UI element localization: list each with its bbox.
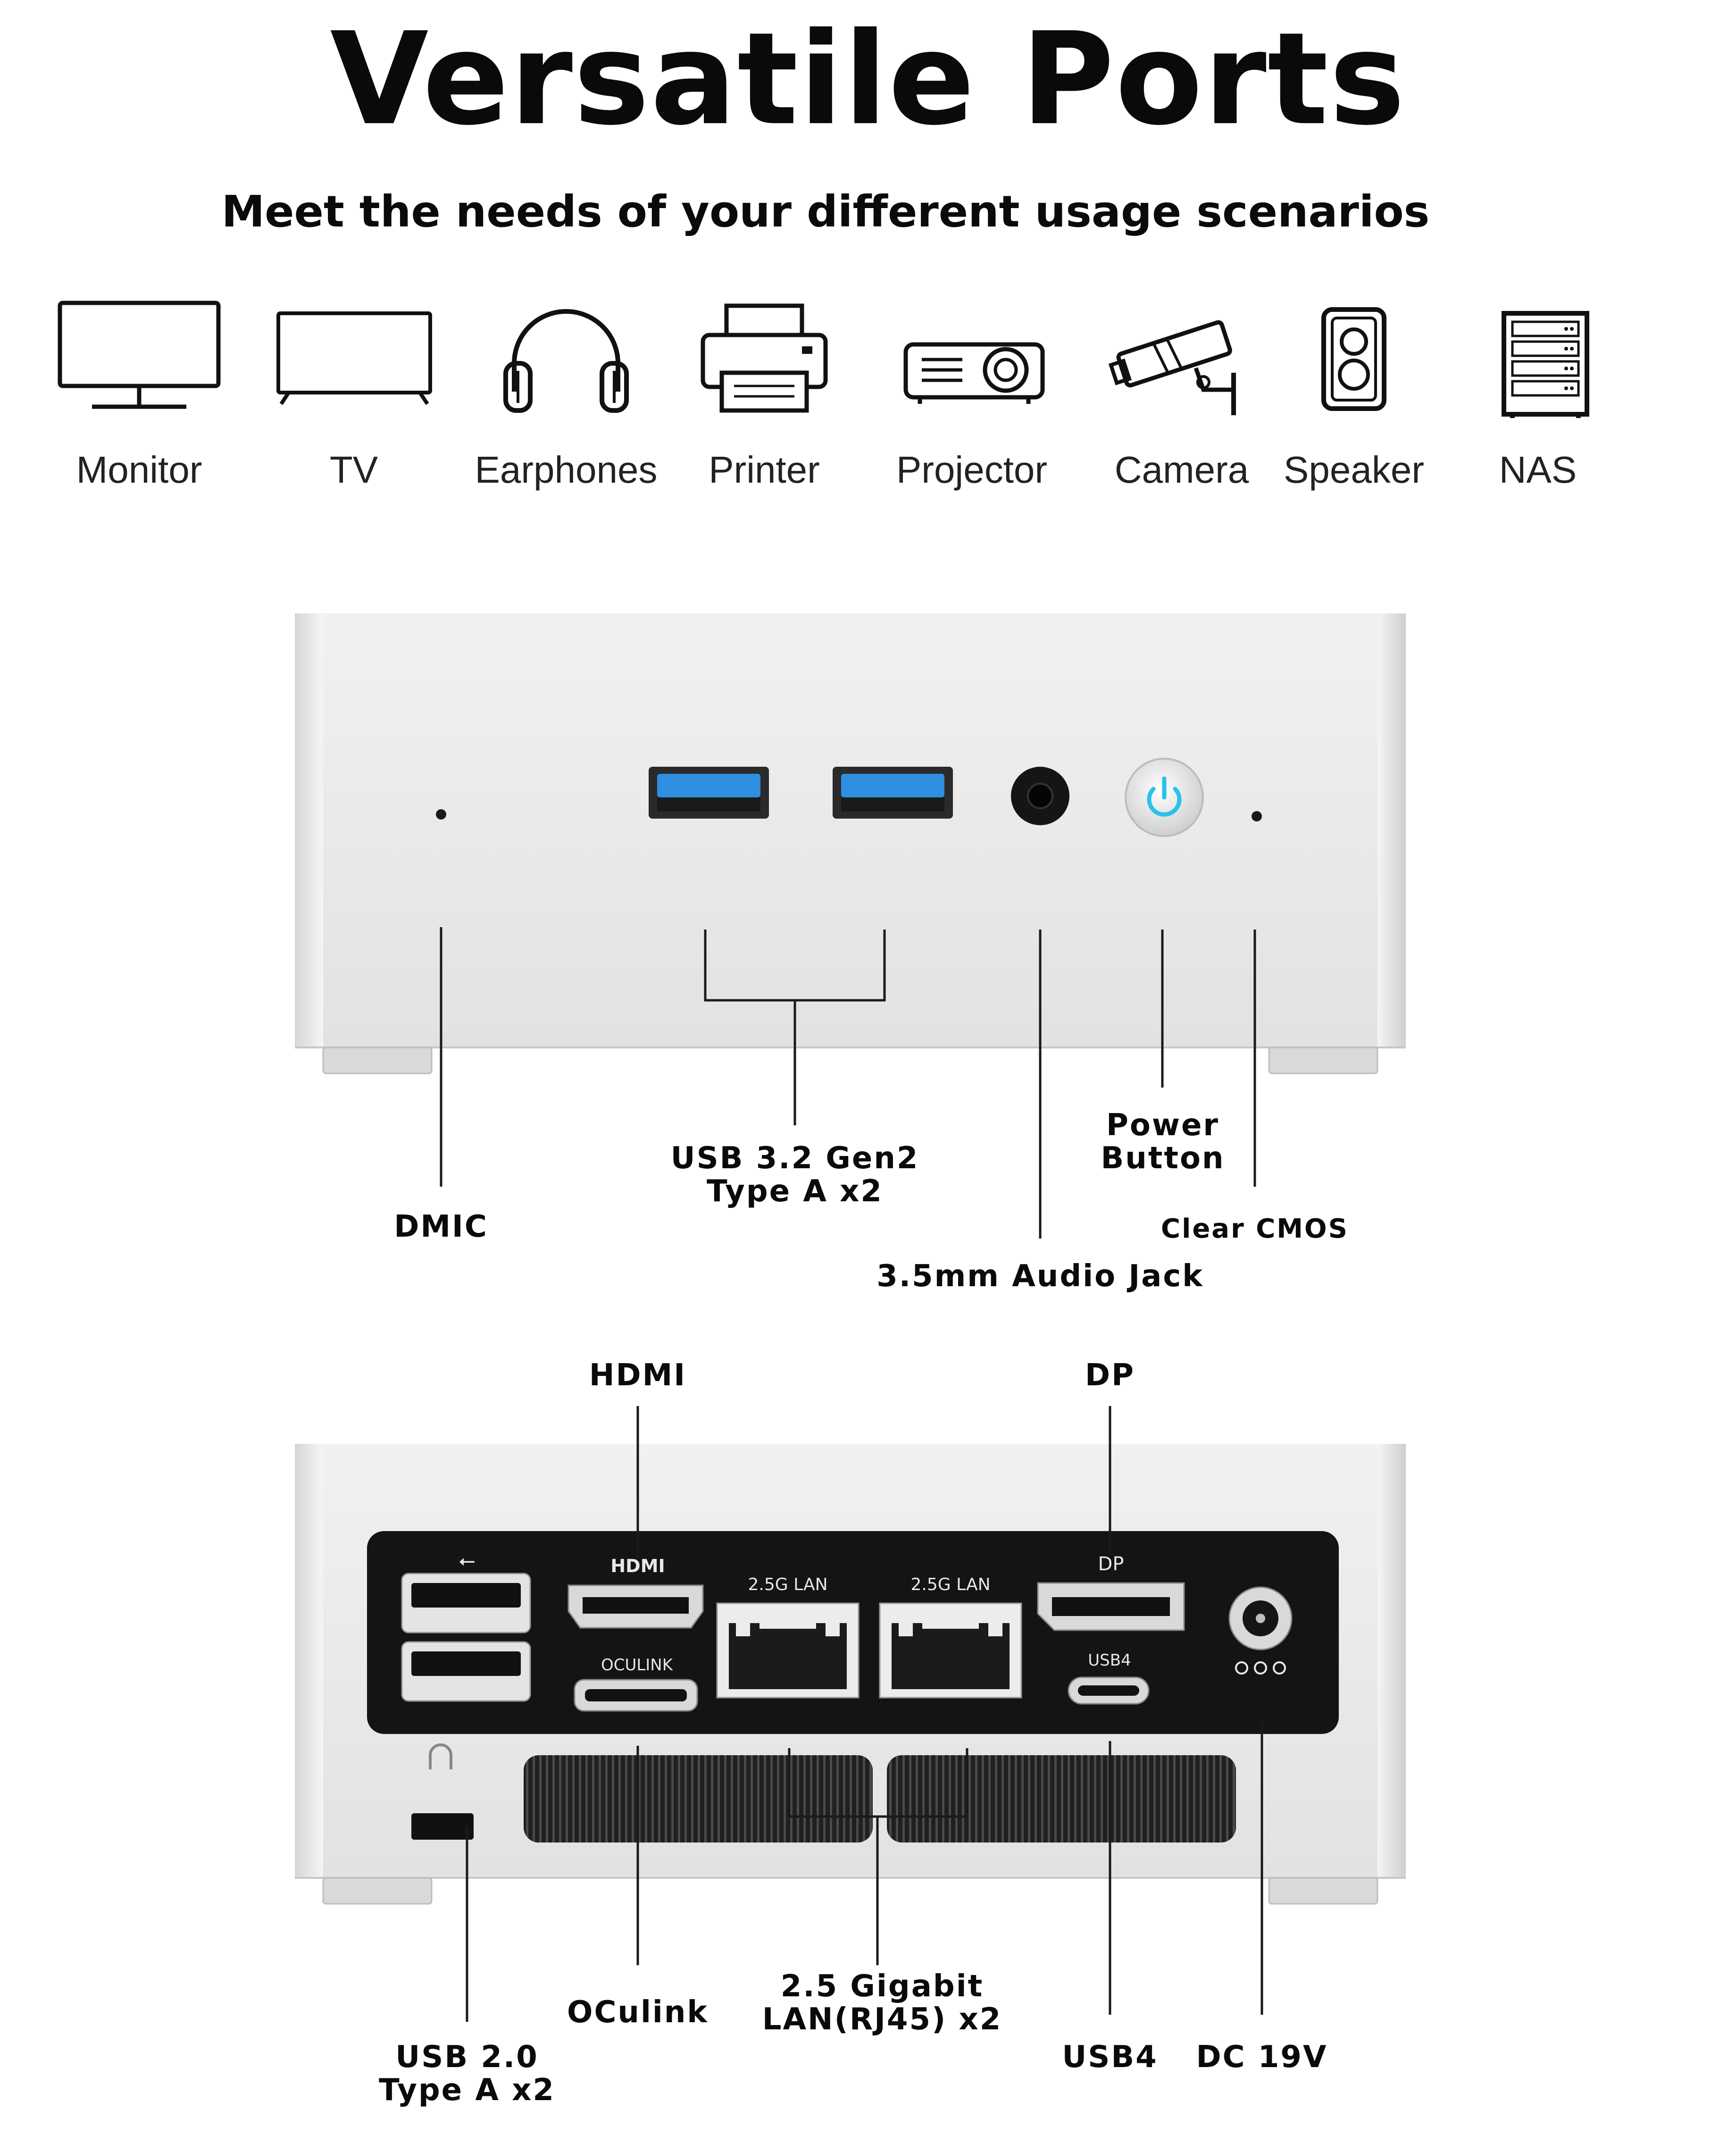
callout-lan-line1: 2.5 Gigabit xyxy=(780,1969,984,2004)
scenario-earphones: Earphones xyxy=(462,297,670,495)
callout-oculink: OCulink xyxy=(567,1995,709,2030)
callout-usb3-line1: USB 3.2 Gen2 xyxy=(670,1141,919,1176)
scenario-camera: Camera xyxy=(1078,297,1285,495)
callout-clear-cmos: Clear CMOS xyxy=(1161,1214,1349,1244)
earphones-icon xyxy=(503,309,629,413)
rear-leader-lines xyxy=(466,1406,1263,2022)
power-button xyxy=(1125,758,1204,837)
scenario-label: Camera xyxy=(1114,449,1249,491)
callout-usb3-line2: Type A x2 xyxy=(707,1174,883,1209)
lan-port-2 xyxy=(879,1602,1022,1699)
usb2-ports xyxy=(401,1573,531,1702)
callout-hdmi: HDMI xyxy=(589,1358,687,1393)
scenario-printer: Printer xyxy=(660,297,868,495)
kensington-lock xyxy=(411,1743,474,1840)
scenario-monitor: Monitor xyxy=(35,297,243,495)
callout-dp: DP xyxy=(1085,1358,1135,1393)
callout-power: Power Button xyxy=(1068,1109,1257,1175)
projector-icon xyxy=(903,342,1045,404)
scenario-label: Earphones xyxy=(475,449,658,491)
callout-audio: 3.5mm Audio Jack xyxy=(876,1259,1204,1294)
lan-port-1 xyxy=(716,1602,860,1699)
oculink-mark: OCULINK xyxy=(601,1656,674,1675)
scenario-tv: TV xyxy=(250,297,458,495)
page-subtitle: Meet the needs of your different usage s… xyxy=(221,186,1430,237)
printer-icon xyxy=(701,303,828,413)
dc-jack xyxy=(1228,1586,1293,1675)
dp-port xyxy=(1037,1582,1185,1631)
dmic-hole xyxy=(436,809,446,820)
callout-dc: DC 19V xyxy=(1196,2040,1328,2075)
scenario-label: NAS xyxy=(1499,449,1577,491)
scenario-label: Printer xyxy=(709,449,820,491)
callout-power-line2: Button xyxy=(1101,1141,1225,1176)
scenario-label: Projector xyxy=(896,449,1048,491)
front-leader-lines xyxy=(440,927,1256,1239)
scenario-label: TV xyxy=(329,449,378,491)
clear-cmos-hole xyxy=(1252,811,1262,821)
scenario-nas: NAS xyxy=(1434,297,1642,495)
callout-usb2-line2: Type A x2 xyxy=(379,2073,555,2108)
hdmi-port xyxy=(568,1584,704,1629)
usb3-port-2 xyxy=(833,767,953,819)
scenario-speaker: Speaker xyxy=(1250,297,1458,495)
callout-lan: 2.5 Gigabit LAN(RJ45) x2 xyxy=(760,1970,1005,2036)
callout-power-line1: Power xyxy=(1106,1108,1219,1143)
usb-symbol-icon: ⭠ xyxy=(459,1549,475,1573)
callout-lan-line2: LAN(RJ45) x2 xyxy=(762,2002,1002,2037)
usb4-port xyxy=(1068,1676,1150,1705)
callout-usb3: USB 3.2 Gen2 Type A x2 xyxy=(653,1142,936,1208)
usb3-port-1 xyxy=(649,767,769,819)
dp-mark: DP xyxy=(1098,1553,1124,1575)
lan2-mark: 2.5G LAN xyxy=(910,1575,990,1594)
monitor-icon xyxy=(58,301,221,409)
page-title: Versatile Ports xyxy=(330,5,1406,153)
audio-jack xyxy=(1011,767,1069,825)
usb4-mark: USB4 xyxy=(1088,1651,1131,1670)
tv-icon xyxy=(276,311,432,405)
front-chassis xyxy=(295,613,1406,1074)
callout-usb4: USB4 xyxy=(1062,2040,1158,2075)
scenario-label: Monitor xyxy=(76,449,202,491)
scenario-projector: Projector xyxy=(868,297,1076,495)
oculink-port xyxy=(574,1679,698,1712)
callout-dmic: DMIC xyxy=(394,1209,488,1244)
callout-usb2-line1: USB 2.0 xyxy=(395,2040,539,2075)
lan1-mark: 2.5G LAN xyxy=(748,1575,827,1594)
vent-grille xyxy=(524,1755,1236,1842)
nas-icon xyxy=(1502,311,1589,418)
camera-icon xyxy=(1108,320,1236,415)
scenario-label: Speaker xyxy=(1284,449,1424,491)
callout-usb2: USB 2.0 Type A x2 xyxy=(354,2041,580,2107)
speaker-icon xyxy=(1321,307,1386,411)
hdmi-mark: HDMI xyxy=(610,1556,665,1576)
